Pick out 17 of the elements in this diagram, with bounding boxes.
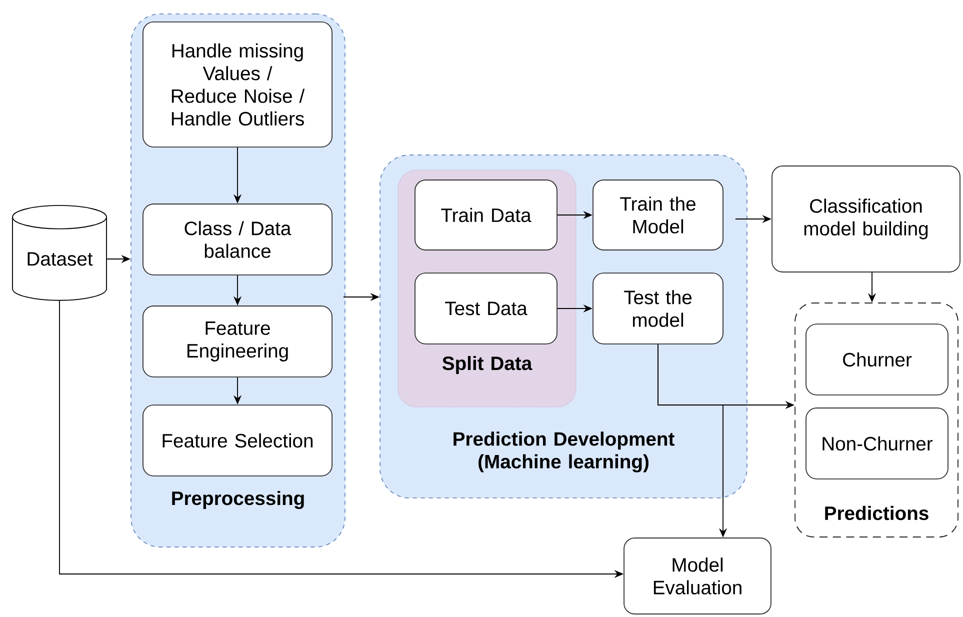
process-box: Train the Model bbox=[592, 180, 724, 250]
process-box: Handle missing Values / Reduce Noise / Handle Outliers bbox=[142, 22, 332, 148]
process-box: Test Data bbox=[414, 272, 558, 344]
process-box: Feature Engineering bbox=[142, 306, 332, 378]
database-cylinder: Dataset bbox=[12, 205, 107, 301]
group-title: Predictions bbox=[825, 506, 928, 520]
group-title: Preprocessing bbox=[172, 490, 304, 510]
process-box: Class / Data balance bbox=[142, 204, 332, 276]
process-box: Train Data bbox=[414, 180, 558, 250]
process-box: Classification model building bbox=[772, 166, 960, 272]
process-box: Feature Selection bbox=[142, 404, 332, 476]
process-box: Non-Churner bbox=[806, 408, 948, 480]
process-box: Model Evaluation bbox=[624, 538, 772, 614]
process-box: Test the model bbox=[592, 272, 724, 344]
group-title: Split Data bbox=[442, 356, 532, 374]
group-title: Prediction Development (Machine learning) bbox=[454, 432, 674, 472]
process-box: Churner bbox=[806, 324, 948, 396]
